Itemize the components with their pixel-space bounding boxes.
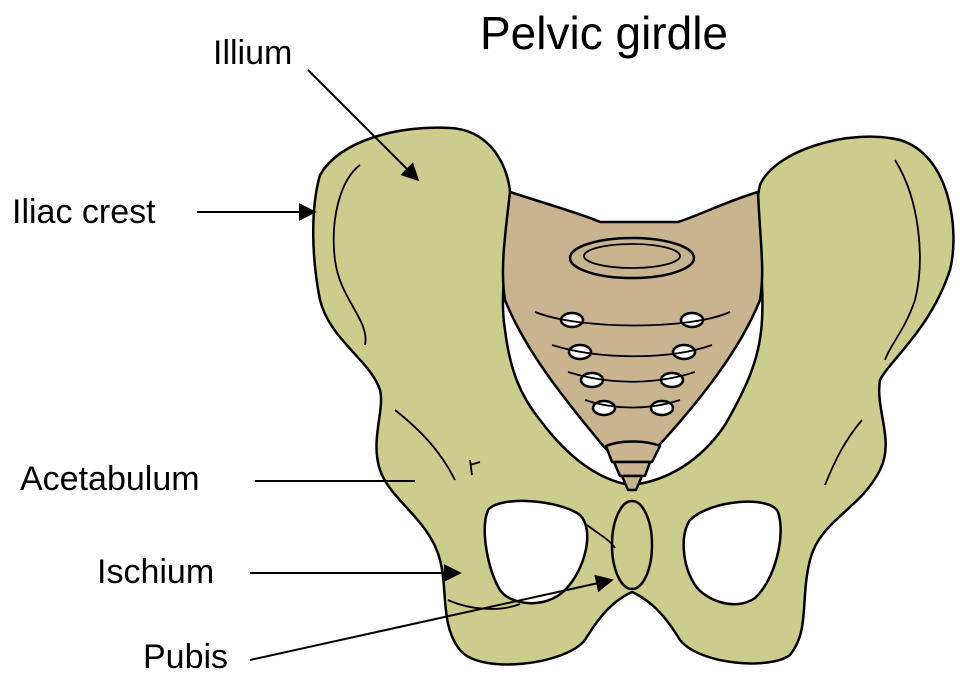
pubic-symphysis <box>610 499 654 591</box>
pubis-label: Pubis <box>143 638 229 676</box>
sacral-body-inner <box>583 243 681 269</box>
iliac-crest-label: Iliac crest <box>12 193 156 231</box>
sacrum <box>501 190 764 464</box>
pelvis-bone <box>312 126 955 666</box>
pubis-pointer <box>249 574 614 661</box>
sacral-body-top <box>568 236 696 280</box>
acetabulum-label: Acetabulum <box>20 460 200 498</box>
ilium-label: Illium <box>213 34 293 72</box>
diagram-title: Pelvic girdle <box>480 7 728 59</box>
coccyx <box>604 440 662 492</box>
ischium-label: Ischium <box>97 553 215 591</box>
obturator-foramen-right <box>682 500 782 606</box>
ilium-pointer <box>307 69 420 182</box>
